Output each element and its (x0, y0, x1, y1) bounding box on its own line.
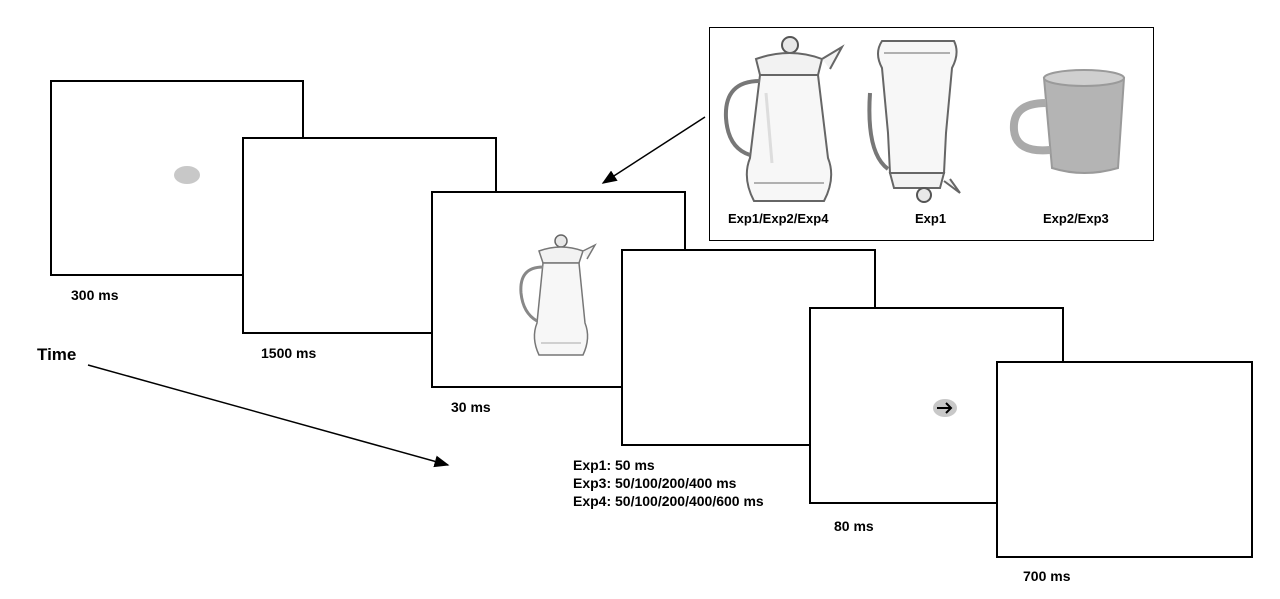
frame-blank-3 (996, 361, 1253, 558)
stimuli-inset: Exp1/Exp2/Exp4 Exp1 Exp2/Exp3 (709, 27, 1154, 241)
inset-label-2: Exp1 (915, 211, 947, 226)
mug-icon (1009, 69, 1126, 174)
duration-label-4b: Exp3: 50/100/200/400 ms (573, 475, 737, 491)
duration-label-1: 300 ms (71, 287, 119, 303)
gray-dot-icon (174, 166, 200, 184)
duration-label-4a: Exp1: 50 ms (573, 457, 655, 473)
duration-label-6: 700 ms (1023, 568, 1071, 584)
duration-label-5: 80 ms (834, 518, 874, 534)
duration-label-3: 30 ms (451, 399, 491, 415)
arrow-target-icon (933, 399, 957, 417)
inset-label-1: Exp1/Exp2/Exp4 (728, 211, 829, 226)
duration-label-4c: Exp4: 50/100/200/400/600 ms (573, 493, 764, 509)
duration-label-2: 1500 ms (261, 345, 317, 361)
time-label: Time (37, 345, 77, 364)
pitcher-prime-icon (519, 234, 597, 356)
inset-pointer-arrow (601, 116, 706, 184)
inset-label-3: Exp2/Exp3 (1043, 211, 1109, 226)
pitcher-icon (723, 36, 845, 202)
inverted-pitcher-icon (867, 40, 961, 203)
